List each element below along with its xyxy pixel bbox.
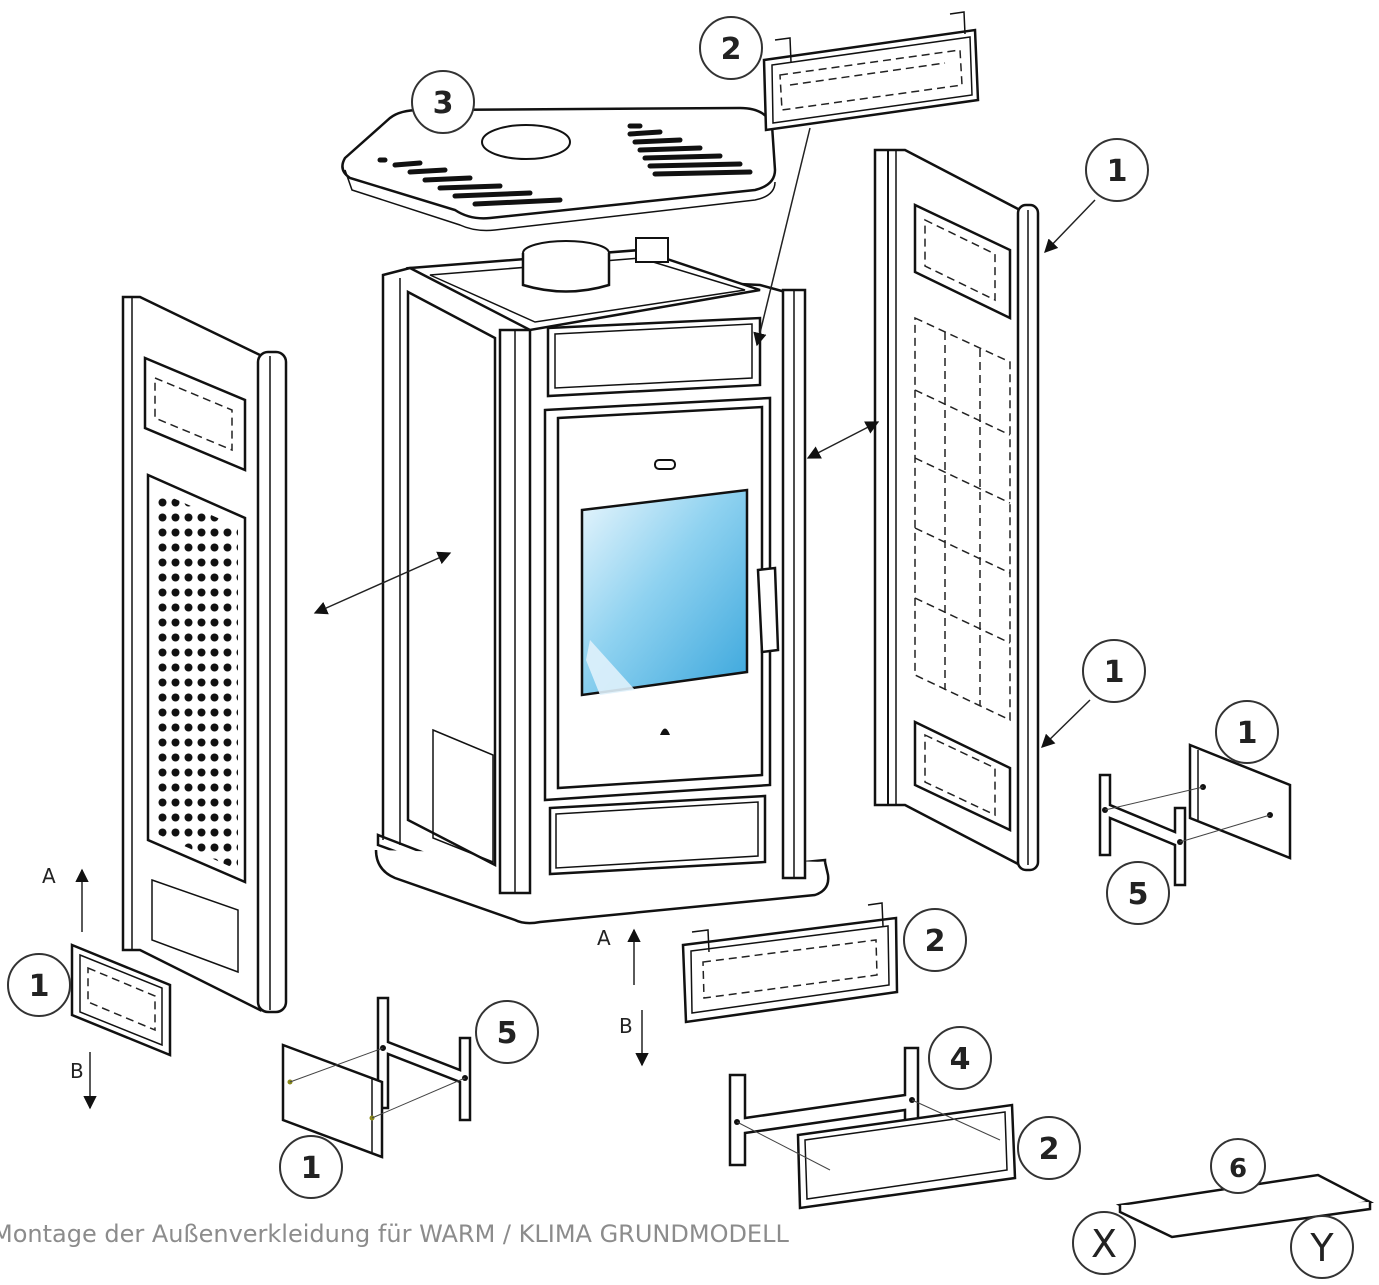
- callout-2: 2: [1017, 1116, 1081, 1180]
- direction-label-b: B: [70, 1059, 84, 1083]
- leader-lines: [313, 127, 1096, 748]
- svg-text:5: 5: [1128, 877, 1149, 912]
- svg-text:3: 3: [433, 86, 454, 121]
- svg-text:1: 1: [1107, 154, 1128, 189]
- callout-2: 2: [699, 16, 763, 80]
- callout-4: 4: [928, 1026, 992, 1090]
- top-cover-part: [341, 106, 777, 232]
- svg-text:2: 2: [925, 924, 946, 959]
- callout-1: 1: [1082, 639, 1146, 703]
- svg-text:4: 4: [950, 1042, 971, 1077]
- left-bottom-panel-part: [281, 1043, 466, 1159]
- svg-text:1: 1: [29, 969, 50, 1004]
- stove-body: [374, 237, 830, 925]
- base-plate-part: [1115, 1173, 1375, 1239]
- marker-y: Y: [1290, 1215, 1354, 1279]
- diagram-caption: Montage der Außenverkleidung für WARM / …: [0, 1220, 789, 1248]
- callout-1: 1: [1215, 700, 1279, 764]
- callout-1: 1: [1085, 138, 1149, 202]
- svg-text:2: 2: [721, 32, 742, 67]
- right-bracket-part: [1098, 773, 1187, 887]
- top-front-panel-part: [762, 11, 980, 132]
- svg-text:1: 1: [1104, 655, 1125, 690]
- callout-2: 2: [903, 908, 967, 972]
- svg-text:X: X: [1091, 1222, 1117, 1266]
- callout-3: 3: [411, 70, 475, 134]
- left-bracket-part: [376, 996, 472, 1122]
- svg-text:Y: Y: [1309, 1226, 1334, 1270]
- right-small-panel-part: [1104, 743, 1292, 860]
- callout-1: 1: [7, 953, 71, 1017]
- right-side-panel-part: [873, 148, 1040, 872]
- left-side-panel-part: [121, 295, 288, 1014]
- callout-1: 1: [279, 1135, 343, 1199]
- callout-5: 5: [475, 1000, 539, 1064]
- svg-text:1: 1: [1237, 716, 1258, 751]
- svg-text:2: 2: [1039, 1132, 1060, 1167]
- mid-front-panel-part: [681, 902, 899, 1024]
- bottom-front-panel-part: [736, 1099, 1017, 1210]
- left-small-panel-part: [70, 943, 172, 1057]
- callout-5: 5: [1106, 861, 1170, 925]
- callout-6: 6: [1210, 1138, 1266, 1194]
- svg-text:1: 1: [301, 1151, 322, 1186]
- direction-arrows: [75, 868, 649, 1110]
- direction-label-a: A: [597, 926, 611, 950]
- direction-label-b: B: [619, 1014, 633, 1038]
- svg-text:6: 6: [1229, 1154, 1247, 1184]
- svg-text:5: 5: [497, 1016, 518, 1051]
- direction-label-a: A: [42, 864, 56, 888]
- marker-x: X: [1072, 1211, 1136, 1275]
